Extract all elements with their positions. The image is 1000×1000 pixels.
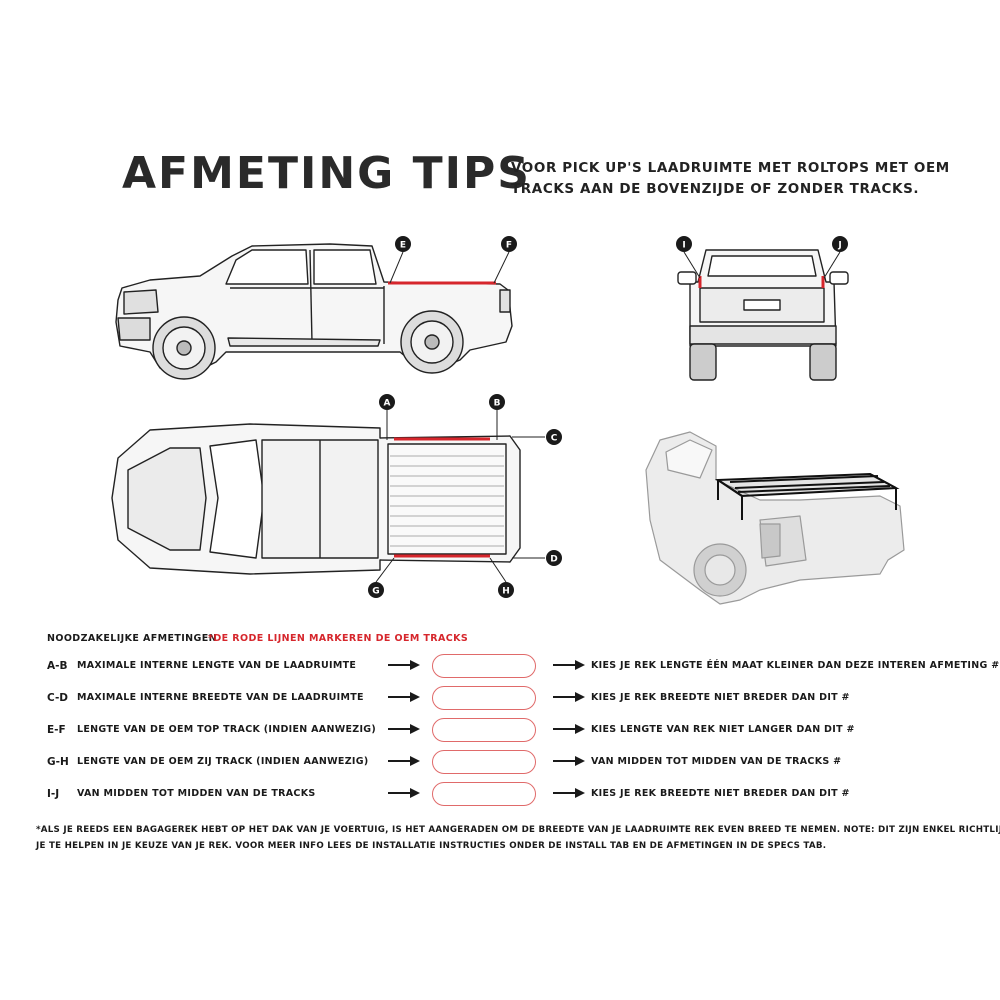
dimension-row: A-B MAXIMALE INTERNE LENGTE VAN DE LAADR…: [0, 654, 1000, 678]
dimension-row: C-D MAXIMALE INTERNE BREEDTE VAN DE LAAD…: [0, 686, 1000, 710]
page-subtitle: VOOR PICK UP'S LAADRUIMTE MET ROLTOPS ME…: [511, 158, 950, 200]
measurement-input-box[interactable]: [432, 686, 536, 710]
required-dimensions-heading: NOODZAKELIJKE AFMETINGEN: [47, 633, 217, 644]
marker-C-label: C: [551, 434, 558, 444]
page-title: AFMETING TIPS: [122, 148, 531, 199]
marker-H: H: [489, 557, 514, 598]
dimension-description: LENGTE VAN DE OEM TOP TRACK (INDIEN AANW…: [77, 724, 377, 735]
arrow-right-icon: [553, 756, 585, 766]
arrow-right-icon: [553, 788, 585, 798]
marker-G: G: [368, 557, 395, 598]
dimension-description: VAN MIDDEN TOT MIDDEN VAN DE TRACKS: [77, 788, 316, 799]
rack-illustration: [714, 472, 900, 520]
arrow-right-icon: [388, 660, 420, 670]
arrow-right-icon: [388, 724, 420, 734]
marker-G-label: G: [372, 587, 379, 597]
footnote-line-1: *ALS JE REEDS EEN BAGAGEREK HEBT OP HET …: [36, 825, 1000, 835]
arrow-right-icon: [388, 788, 420, 798]
marker-I-label: I: [682, 241, 685, 251]
red-lines-note: *DE RODE LIJNEN MARKEREN DE OEM TRACKS: [208, 633, 469, 644]
marker-I: I: [676, 236, 701, 279]
dimension-tip: KIES LENGTE VAN REK NIET LANGER DAN DIT …: [591, 724, 855, 735]
dimension-row: E-F LENGTE VAN DE OEM TOP TRACK (INDIEN …: [0, 718, 1000, 742]
arrow-right-icon: [388, 756, 420, 766]
truck-side-view: [115, 243, 513, 380]
marker-J: J: [823, 236, 848, 279]
arrow-right-icon: [553, 692, 585, 702]
dimension-description: MAXIMALE INTERNE LENGTE VAN DE LAADRUIMT…: [77, 660, 357, 671]
marker-H-label: H: [502, 587, 510, 597]
marker-D-label: D: [550, 555, 557, 565]
measurement-input-box[interactable]: [432, 654, 536, 678]
truck-with-rack-image: [645, 431, 905, 605]
marker-A: A: [379, 394, 395, 440]
subtitle-line-2: TRACKS AAN DE BOVENZIJDE OF ZONDER TRACK…: [511, 181, 920, 197]
dimension-row: I-J VAN MIDDEN TOT MIDDEN VAN DE TRACKS …: [0, 782, 1000, 806]
dimension-tip: KIES JE REK BREEDTE NIET BREDER DAN DIT …: [591, 788, 850, 799]
dimension-code: I-J: [47, 788, 60, 800]
measurement-input-box[interactable]: [432, 718, 536, 742]
marker-D: D: [512, 550, 562, 566]
subtitle-line-1: VOOR PICK UP'S LAADRUIMTE MET ROLTOPS ME…: [511, 160, 950, 176]
measurement-input-box[interactable]: [432, 782, 536, 806]
marker-A-label: A: [384, 399, 391, 409]
truck-rear-view: [677, 249, 849, 381]
truck-top-view: [111, 423, 521, 575]
marker-F-label: F: [506, 241, 512, 251]
dimension-tip: KIES JE REK BREEDTE NIET BREDER DAN DIT …: [591, 692, 850, 703]
marker-B-label: B: [494, 399, 501, 409]
marker-E-label: E: [400, 241, 406, 251]
dimension-code: A-B: [47, 660, 68, 672]
measurement-input-box[interactable]: [432, 750, 536, 774]
marker-F: F: [493, 236, 517, 284]
arrow-right-icon: [553, 660, 585, 670]
dimension-code: E-F: [47, 724, 66, 736]
arrow-right-icon: [388, 692, 420, 702]
dimension-tip: VAN MIDDEN TOT MIDDEN VAN DE TRACKS #: [591, 756, 842, 767]
dimension-code: G-H: [47, 756, 69, 768]
marker-E: E: [389, 236, 411, 284]
diagram-illustrations: E F I J: [111, 236, 905, 605]
arrow-right-icon: [553, 724, 585, 734]
dimension-description: LENGTE VAN DE OEM ZIJ TRACK (INDIEN AANW…: [77, 756, 369, 767]
footnote-line-2: JE TE HELPEN IN JE KEUZE VAN JE REK. VOO…: [36, 841, 827, 851]
marker-B: B: [489, 394, 505, 440]
footnote: *ALS JE REEDS EEN BAGAGEREK HEBT OP HET …: [36, 822, 1000, 854]
marker-C: C: [512, 429, 562, 445]
dimension-code: C-D: [47, 692, 69, 704]
dimension-row: G-H LENGTE VAN DE OEM ZIJ TRACK (INDIEN …: [0, 750, 1000, 774]
marker-J-label: J: [837, 241, 841, 251]
dimension-tip: KIES JE REK LENGTE ÉÉN MAAT KLEINER DAN …: [591, 660, 1000, 671]
dimension-description: MAXIMALE INTERNE BREEDTE VAN DE LAADRUIM…: [77, 692, 364, 703]
